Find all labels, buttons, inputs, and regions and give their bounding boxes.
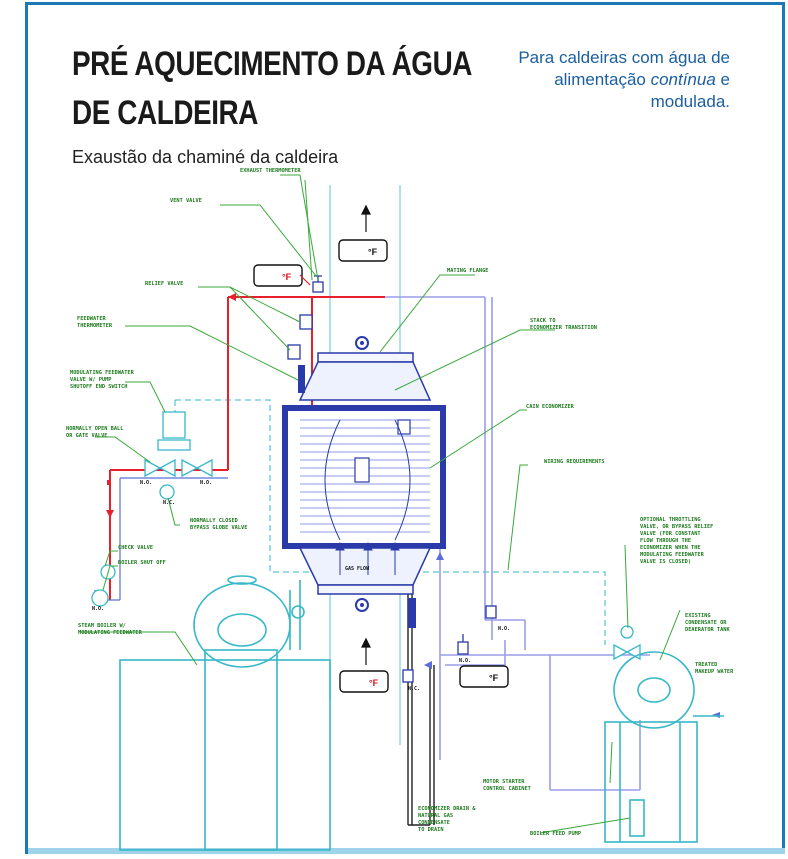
- readout-stack-bottom: [339, 670, 389, 693]
- label-vent-valve: VENT VALVE: [170, 198, 202, 204]
- label-exhaust-thermometer: EXHAUST THERMOMETER: [240, 168, 301, 174]
- label-closed-bypass-2: BYPASS GLOBE VALVE: [190, 525, 247, 531]
- label-condensate-tank-2: CONDENSATE OR: [685, 620, 727, 626]
- steam-boiler: [119, 575, 331, 851]
- readout-feedwater-out: [253, 264, 311, 287]
- readout-stack-top: [338, 239, 388, 262]
- label-drain-3: CONDENSATE: [418, 820, 450, 826]
- modulating-feedwater-valve-icon: [91, 411, 213, 607]
- bottom-rule: [28, 848, 785, 854]
- label-check-valve: CHECK VALVE: [118, 545, 153, 551]
- readout-stack-bottom-value: °F: [369, 678, 379, 688]
- label-boiler-feed-pump: BOILER FEED PUMP: [530, 831, 581, 837]
- label-throttling-7: VALVE IS CLOSED): [640, 559, 691, 565]
- exhaust-arrows: [361, 204, 371, 665]
- note-line-2-end: e: [715, 70, 730, 89]
- label-gas-flow: GAS FLOW: [345, 566, 370, 572]
- label-no-feedwater: N.O.: [498, 626, 510, 632]
- label-nc-bypass: N.C.: [163, 500, 175, 506]
- label-modulating-valve-1: MODULATING FEEDWATER: [70, 370, 135, 376]
- cold-water-piping: [385, 296, 650, 791]
- label-open-ball-1: NORMALLY OPEN BALL: [66, 426, 123, 432]
- label-open-ball-2: OR GATE VALVE: [66, 433, 107, 439]
- note-line-2-start: alimentação: [554, 70, 651, 89]
- label-modulating-valve-3: SHUTOFF END SWITCH: [70, 384, 127, 390]
- label-boiler-shutoff: BOILER SHUT OFF: [118, 560, 166, 566]
- label-mating-flange: MATING FLANGE: [447, 268, 488, 274]
- callout-lines: [80, 174, 681, 834]
- label-motor-starter-1: MOTOR STARTER: [483, 779, 525, 785]
- label-throttling-5: ECONOMIZER WHEN THE: [640, 545, 701, 551]
- economizer: [282, 336, 446, 628]
- vent-valve-icon: [312, 275, 324, 293]
- label-throttling-2: VALVE, OR BYPASS RELIEF: [640, 524, 713, 530]
- label-stack-transition-2: ECONOMIZER TRANSITION: [530, 325, 597, 331]
- label-condensate-tank-1: EXISTING: [685, 613, 711, 619]
- label-modulating-valve-2: VALVE W/ PUMP: [70, 377, 111, 383]
- label-condensate-tank-3: DEAERATOR TANK: [685, 627, 730, 633]
- flow-arrows-blue: [424, 552, 720, 718]
- relief-valve-icon: [287, 314, 313, 360]
- readout-feedwater-in-value: °F: [489, 673, 499, 683]
- readout-stack-top-value: °F: [368, 247, 378, 257]
- gas-flow-arrows: [324, 419, 411, 575]
- throttling-valve-icon: [613, 625, 641, 661]
- label-drain-1: ECONOMIZER DRAIN &: [418, 806, 476, 812]
- page-title-line-1: PRÉ AQUECIMENTO DA ÁGUA: [72, 45, 473, 83]
- label-treated-water-1: TREATED: [695, 662, 717, 668]
- label-throttling-3: VALVE (FOR CONSTANT: [640, 531, 701, 537]
- label-stack-transition-1: STACK TO: [530, 318, 556, 324]
- flow-arrows: [106, 293, 236, 518]
- label-closed-bypass-1: NORMALLY CLOSED: [190, 518, 238, 524]
- label-throttling-6: MODULATING FEEDWATER: [640, 552, 705, 558]
- label-drain-2: NATURAL GAS: [418, 813, 453, 819]
- label-treated-water-2: MAKEUP WATER: [695, 669, 734, 675]
- callout-labels: EXHAUST THERMOMETER VENT VALVE RELIEF VA…: [66, 168, 734, 837]
- page-subtitle: Exaustão da chaminé da caldeira: [72, 147, 339, 167]
- label-no-shutoff: N.O.: [92, 606, 104, 612]
- label-no-ball-left: N.O.: [140, 480, 152, 486]
- note-line-2: alimentação contínua e: [554, 69, 730, 91]
- label-throttling-4: FLOW THROUGH THE: [640, 538, 691, 544]
- condensate-tank: [604, 651, 724, 843]
- label-drain-4: TO DRAIN: [418, 827, 444, 833]
- label-wiring-requirements: WIRING REQUIREMENTS: [544, 459, 605, 465]
- label-steam-boiler-2: MODULATING FEEDWATER: [78, 630, 143, 636]
- label-cain-economizer: CAIN ECONOMIZER: [526, 404, 575, 410]
- label-no-feedwater-2: N.O.: [459, 658, 471, 664]
- label-no-ball-right: N.O.: [200, 480, 212, 486]
- feedwater-valves-icon: [402, 605, 497, 683]
- note-line-3: modulada.: [650, 92, 730, 111]
- note-line-1: Para caldeiras com água de: [518, 48, 730, 67]
- readout-feedwater-out-value: °F: [282, 272, 292, 282]
- note-line-2-italic: contínua: [650, 70, 716, 89]
- label-feedwater-thermometer-2: THERMOMETER: [77, 323, 113, 329]
- label-motor-starter-2: CONTROL CABINET: [483, 786, 531, 792]
- label-steam-boiler-1: STEAM BOILER W/: [78, 623, 126, 629]
- label-feedwater-thermometer-1: FEEDWATER: [77, 316, 107, 322]
- readout-feedwater-in: [459, 665, 509, 688]
- label-throttling-1: OPTIONAL THROTTLING: [640, 517, 701, 523]
- page-title-line-2: DE CALDEIRA: [72, 94, 259, 132]
- label-relief-valve: RELIEF VALVE: [145, 281, 183, 287]
- label-nc-drain: N.C.: [408, 686, 420, 692]
